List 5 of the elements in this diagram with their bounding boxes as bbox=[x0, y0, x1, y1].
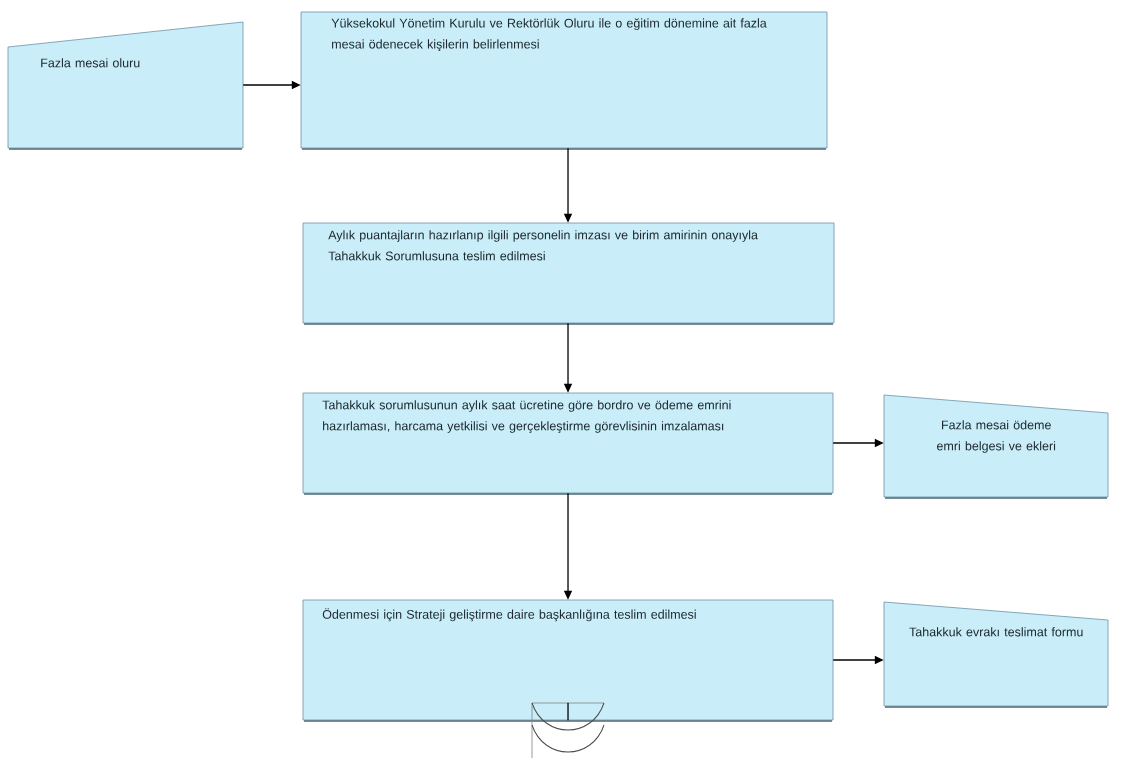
process-box: Yüksekokul Yönetim Kurulu ve Rektörlük Oluru ile o eğitim dönemine ait fazla mesai ödenecek kişilerin belirlenmesi bbox=[300, 11, 828, 150]
process-box: Aylık puantajların hazırlanıp ilgili personelin imzası ve birim amirinin onayıyla Tahakkuk Sorumlusuna teslim edilmesi bbox=[302, 222, 835, 325]
process-box: Ödenmesi için Strateji geliştirme daire başkanlığına teslim edilmesi bbox=[302, 599, 834, 722]
archive-symbol bbox=[531, 702, 605, 759]
process-box: Tahakkuk sorumlusunun aylık saat ücretine göre bordro ve ödeme emrini hazırlaması, harcama yetkilisi ve gerçekleştirme görevlisinin imzalaması bbox=[302, 392, 834, 495]
